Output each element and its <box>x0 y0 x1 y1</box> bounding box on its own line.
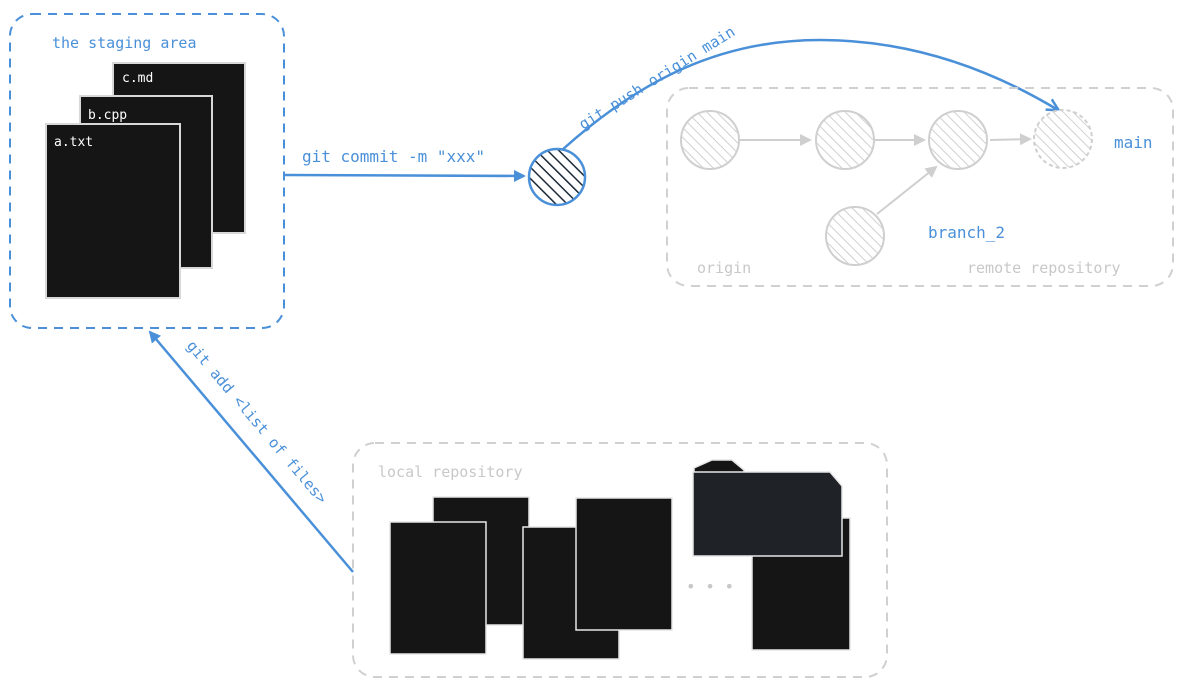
commit-link <box>989 133 1032 146</box>
commit-node-pending <box>1033 109 1093 169</box>
local-repository-frame <box>352 442 888 678</box>
staging-area: the staging area c.md b.cpp a.txt <box>9 13 285 329</box>
branch2-label: branch_2 <box>928 223 1005 242</box>
staging-area-title: the staging area <box>52 34 197 52</box>
add-command-label: git add <list of files> <box>183 337 331 507</box>
file-label: b.cpp <box>88 108 127 123</box>
remote-origin-label: origin <box>697 259 751 277</box>
ellipsis: • • • <box>686 577 734 596</box>
branch-link <box>876 165 938 215</box>
local-repository-label: local repository <box>378 463 523 481</box>
commit-node <box>928 110 988 170</box>
local-repository: local repository • • • <box>352 442 888 678</box>
local-file <box>389 521 487 655</box>
commit-node <box>815 110 875 170</box>
add-arrow: git add <list of files> <box>148 330 354 573</box>
staging-area-frame <box>9 13 285 329</box>
remote-repository-label: remote repository <box>967 259 1121 277</box>
commit-arrow-line <box>283 169 526 182</box>
add-arrow-line <box>148 330 354 573</box>
folder-icon <box>692 459 843 557</box>
new-commit-node <box>527 147 587 207</box>
commit-command-label: git commit -m "xxx" <box>302 147 485 166</box>
file-label: c.md <box>122 71 153 86</box>
commit-node-branch <box>825 206 885 266</box>
commit-node <box>680 110 740 170</box>
push-arrow-curve <box>561 38 1058 151</box>
remote-repository: main branch_2 origin remote repository <box>666 87 1174 287</box>
file-a-txt: a.txt <box>45 123 181 299</box>
main-branch-label: main <box>1114 133 1153 152</box>
commit-arrow: git commit -m "xxx" <box>283 147 526 182</box>
remote-repository-frame <box>666 87 1174 287</box>
local-file <box>575 497 673 631</box>
file-label: a.txt <box>54 135 93 150</box>
